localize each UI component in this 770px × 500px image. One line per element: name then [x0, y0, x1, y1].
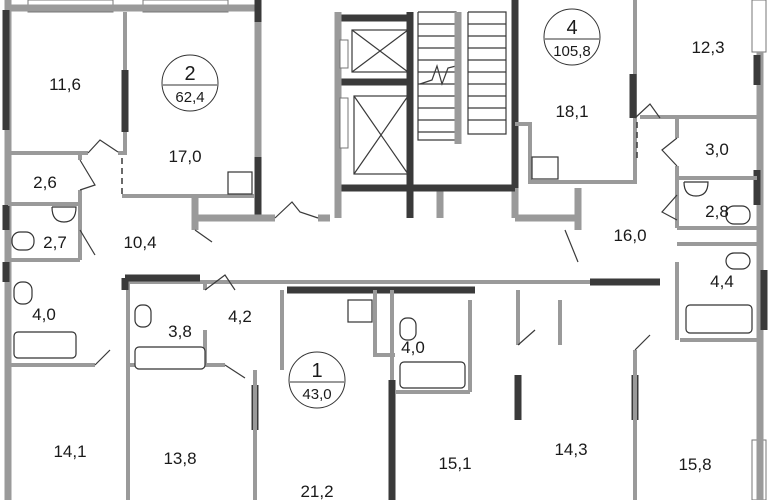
room-areas: 11,6 17,0 2,6 2,7 10,4 4,0 3,8 4,2 4,0 1…	[32, 38, 734, 500]
room-area: 4,0	[401, 338, 425, 357]
sink-icon	[227, 171, 253, 195]
room-area: 13,8	[163, 449, 196, 468]
room-area: 4,0	[32, 305, 56, 324]
toilet-icon	[134, 304, 152, 328]
room-area: 17,0	[168, 147, 201, 166]
fixtures	[11, 156, 753, 389]
apartment-area: 43,0	[302, 386, 331, 403]
room-area: 11,6	[49, 75, 81, 94]
room-area: 14,3	[554, 440, 587, 459]
room-area: 2,8	[705, 202, 729, 221]
apartment-number: 1	[311, 360, 322, 382]
apartment-number: 2	[184, 63, 195, 85]
sink-icon	[531, 156, 559, 180]
room-area: 21,2	[300, 482, 333, 500]
room-area: 4,4	[710, 272, 734, 291]
apartment-badge-2[interactable]: 2 62,4	[161, 54, 219, 112]
bathtub-icon	[399, 361, 466, 389]
room-area: 12,3	[691, 38, 724, 57]
room-area: 4,2	[228, 307, 252, 326]
washbasin-icon	[683, 181, 709, 197]
room-area: 15,1	[438, 454, 471, 473]
room-area: 14,1	[53, 442, 86, 461]
toilet-icon	[13, 281, 33, 305]
room-area: 3,8	[168, 322, 192, 341]
bathtub-icon	[13, 331, 77, 359]
apartment-badge-4[interactable]: 4 105,8	[543, 8, 601, 66]
toilet-icon	[11, 231, 35, 251]
washbasin-icon	[51, 206, 77, 223]
sink-icon	[347, 299, 373, 323]
apartment-badge-1[interactable]: 1 43,0	[288, 351, 346, 409]
doors	[79, 103, 678, 379]
room-area: 3,0	[705, 140, 729, 159]
room-area: 2,7	[43, 233, 67, 252]
stairs	[417, 11, 507, 141]
room-area: 16,0	[613, 226, 646, 245]
room-area: 10,4	[123, 233, 156, 252]
room-area: 18,1	[555, 102, 588, 121]
bathtub-icon	[685, 304, 753, 334]
room-area: 15,8	[678, 455, 711, 474]
toilet-icon	[399, 317, 417, 341]
apartment-area: 62,4	[175, 89, 204, 106]
toilet-icon	[725, 205, 751, 225]
apartment-area: 105,8	[553, 43, 591, 60]
room-area: 2,6	[33, 173, 57, 192]
toilet-icon	[725, 252, 751, 270]
bathtub-icon	[134, 346, 206, 370]
apartment-number: 4	[566, 17, 577, 39]
